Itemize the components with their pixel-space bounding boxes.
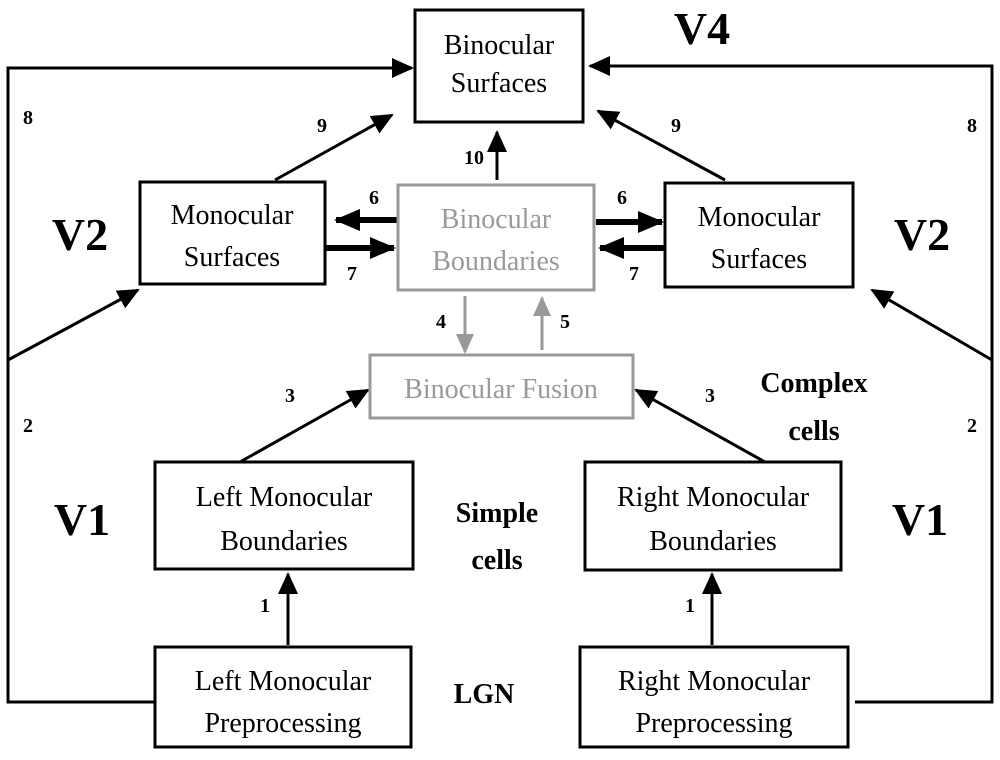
node-binocular-boundaries: Binocular Boundaries: [396, 183, 596, 292]
node-label: Right Monocular: [617, 482, 810, 513]
region-label-v2-right: V2: [894, 209, 950, 260]
edge-2-left: [7, 288, 140, 362]
edge-label-4: 4: [436, 311, 446, 333]
region-label-v1-left: V1: [54, 494, 110, 545]
edge-9-left: [274, 113, 394, 182]
node-label: Monocular: [171, 200, 295, 231]
node-label: Binocular: [444, 30, 555, 61]
edge-label-1-left: 1: [260, 595, 270, 617]
node-label: Monocular: [698, 202, 822, 233]
edge-8-right: [588, 56, 994, 704]
edge-label-8-right: 8: [967, 115, 977, 137]
node-label: Surfaces: [184, 242, 280, 273]
label-simple-cells: cells: [471, 545, 522, 576]
node-label: Left Monocular: [195, 666, 372, 697]
node-binocular-fusion: Binocular Fusion: [368, 353, 635, 420]
label-complex-cells: Complex: [760, 368, 867, 399]
edge-label-10: 10: [464, 147, 484, 169]
edge-label-7-right: 7: [629, 263, 639, 285]
node-label: Binocular Fusion: [404, 374, 598, 405]
edge-label-8-left: 8: [23, 107, 33, 129]
region-label-v2-left: V2: [52, 209, 108, 260]
node-binocular-surfaces: Binocular Surfaces: [413, 8, 585, 124]
node-label: Surfaces: [711, 244, 807, 275]
node-label: Boundaries: [649, 526, 777, 557]
edge-label-5: 5: [560, 311, 570, 333]
node-monocular-surfaces-right: Monocular Surfaces: [663, 181, 855, 289]
node-label: Surfaces: [451, 68, 547, 99]
edge-label-3-left: 3: [285, 385, 295, 407]
edge-label-2-right: 2: [967, 415, 977, 437]
region-label-v4: V4: [674, 3, 730, 54]
edge-3-right: [634, 388, 766, 464]
node-label: Left Monocular: [196, 482, 373, 513]
edge-label-6-right: 6: [617, 187, 627, 209]
node-right-monocular-preprocessing: Right Monocular Preprocessing: [578, 645, 850, 749]
edge-label-3-right: 3: [705, 385, 715, 407]
node-label: Preprocessing: [204, 708, 361, 739]
edge-label-9-left: 9: [317, 115, 327, 137]
region-label-v1-right: V1: [892, 494, 948, 545]
edge-8-left: [6, 58, 414, 704]
edge-label-6-left: 6: [369, 187, 379, 209]
edge-3-left: [239, 388, 370, 464]
label-complex-cells: cells: [788, 416, 839, 447]
edge-9-right: [596, 109, 726, 182]
edge-2-right: [870, 288, 993, 362]
label-lgn: LGN: [454, 679, 515, 710]
node-monocular-surfaces-left: Monocular Surfaces: [138, 180, 327, 286]
node-right-monocular-boundaries: Right Monocular Boundaries: [583, 460, 843, 572]
label-simple-cells: Simple: [456, 498, 538, 529]
node-label: Boundaries: [220, 526, 348, 557]
node-label: Right Monocular: [618, 666, 811, 697]
node-left-monocular-preprocessing: Left Monocular Preprocessing: [153, 645, 413, 749]
edge-label-7-left: 7: [347, 263, 357, 285]
edge-label-1-right: 1: [685, 595, 695, 617]
edge-label-2-left: 2: [23, 415, 33, 437]
node-label: Binocular: [441, 204, 552, 235]
node-left-monocular-boundaries: Left Monocular Boundaries: [153, 460, 415, 571]
node-label: Boundaries: [432, 246, 560, 277]
edge-label-9-right: 9: [671, 115, 681, 137]
node-label: Preprocessing: [635, 708, 792, 739]
